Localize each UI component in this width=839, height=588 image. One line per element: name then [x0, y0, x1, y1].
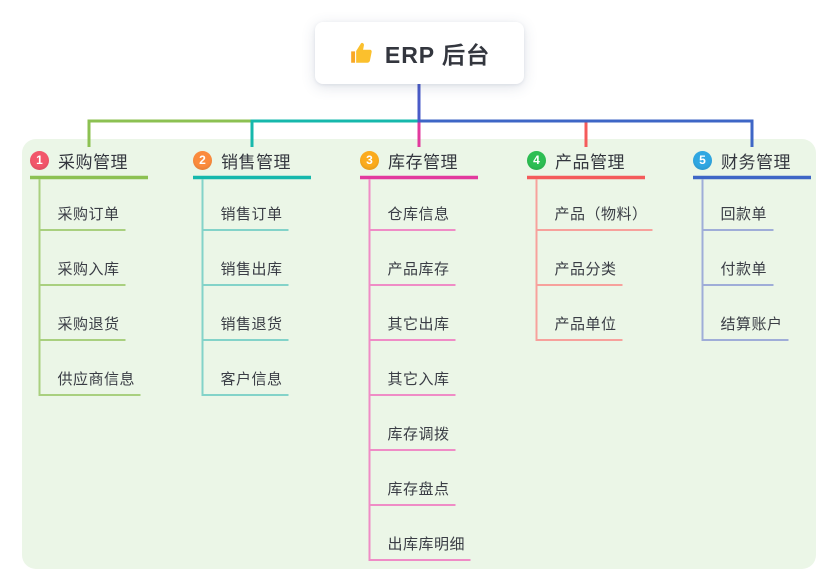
root-title: ERP 后台	[384, 42, 491, 68]
branch-child-node[interactable]: 其它出库	[387, 315, 450, 333]
branch-child-node[interactable]: 库存调拨	[387, 425, 450, 443]
branch-child-node[interactable]: 产品单位	[554, 315, 617, 333]
branch-header[interactable]: 5 财务管理	[693, 147, 791, 173]
mindmap-panel	[22, 139, 816, 569]
branch-number-badge: 2	[193, 150, 212, 170]
branch-number-badge: 3	[360, 150, 379, 170]
branch-label: 采购管理	[58, 152, 128, 172]
branch-header[interactable]: 4 产品管理	[527, 147, 625, 173]
branch-child-node[interactable]: 其它入库	[387, 370, 450, 388]
branch-label: 产品管理	[555, 152, 625, 172]
branch-number-badge: 4	[527, 150, 546, 170]
branch-child-node[interactable]: 库存盘点	[387, 480, 450, 498]
branch-header[interactable]: 1 采购管理	[30, 147, 128, 173]
branch-child-node[interactable]: 采购入库	[57, 260, 120, 278]
branch-child-node[interactable]: 采购订单	[57, 205, 120, 223]
branch-child-node[interactable]: 供应商信息	[57, 370, 136, 388]
branch-child-node[interactable]: 结算账户	[720, 315, 783, 333]
branch-child-node[interactable]: 回款单	[720, 205, 768, 223]
branch-label: 财务管理	[721, 152, 791, 172]
branch-number-badge: 1	[30, 150, 49, 170]
branch-label: 库存管理	[388, 152, 458, 172]
branch-label: 销售管理	[221, 152, 291, 172]
root-node[interactable]: ERP 后台	[315, 22, 524, 84]
thumbs-up-icon	[351, 42, 372, 63]
branch-child-node[interactable]: 付款单	[720, 260, 768, 278]
branch-child-node[interactable]: 仓库信息	[387, 205, 450, 223]
branch-child-node[interactable]: 产品分类	[554, 260, 617, 278]
branch-header[interactable]: 2 销售管理	[193, 147, 291, 173]
branch-child-node[interactable]: 出库库明细	[387, 535, 466, 553]
branch-child-node[interactable]: 采购退货	[57, 315, 120, 333]
branch-header[interactable]: 3 库存管理	[360, 147, 458, 173]
branch-child-node[interactable]: 客户信息	[220, 370, 283, 388]
branch-child-node[interactable]: 产品库存	[387, 260, 450, 278]
branch-child-node[interactable]: 销售退货	[220, 315, 283, 333]
branch-number-badge: 5	[693, 150, 712, 170]
branch-child-node[interactable]: 销售订单	[220, 205, 283, 223]
branch-child-node[interactable]: 产品（物料）	[554, 205, 648, 223]
branch-child-node[interactable]: 销售出库	[220, 260, 283, 278]
